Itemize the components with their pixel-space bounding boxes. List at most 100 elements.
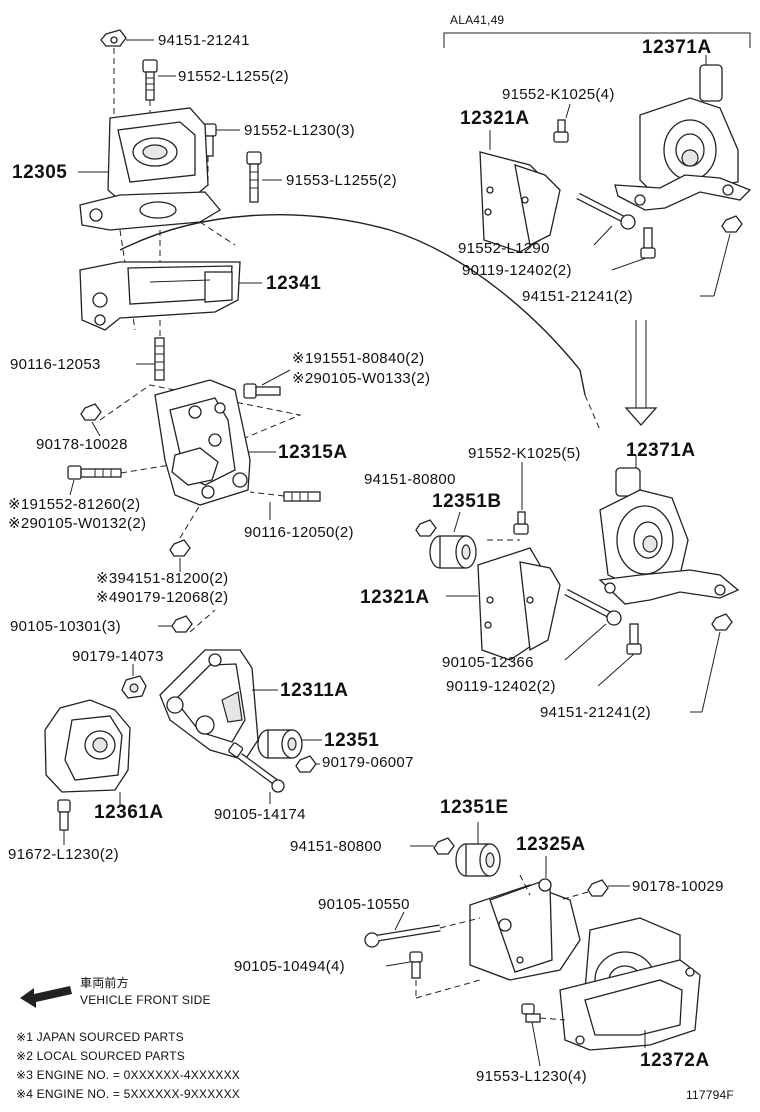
nut-icon: [80, 403, 102, 421]
bolt-icon: [142, 59, 158, 101]
part-number-label[interactable]: 12371A: [642, 37, 712, 58]
arrow-left-icon: [20, 986, 72, 1008]
part-number-label[interactable]: 90178-10028: [36, 436, 128, 453]
part-number-label[interactable]: 94151-21241(2): [522, 288, 633, 305]
bolt-icon: [246, 151, 262, 203]
nut-icon: [169, 539, 191, 557]
part-number-label[interactable]: 91552-K1025(4): [502, 86, 615, 103]
nut-icon: [587, 879, 609, 897]
vehicle-front-en: VEHICLE FRONT SIDE: [80, 993, 211, 1007]
part-number-label[interactable]: ※191551-80840(2): [292, 350, 425, 367]
bolt-icon: [626, 623, 642, 655]
bracket-12321A: [477, 547, 561, 661]
bracket-12311A: [159, 649, 259, 761]
part-number-label[interactable]: 12311A: [280, 680, 349, 701]
stud-icon: [283, 491, 321, 502]
bolt-icon: [171, 615, 193, 633]
vehicle-front-jp: 車両前方: [80, 976, 129, 990]
part-number-label[interactable]: 90178-10029: [632, 878, 724, 895]
part-number-label[interactable]: 12325A: [516, 834, 586, 855]
part-number-label[interactable]: 94151-21241(2): [540, 704, 651, 721]
part-number-label[interactable]: 12315A: [278, 442, 348, 463]
bracket-12325A: [469, 878, 581, 981]
part-number-label[interactable]: ※290105-W0132(2): [8, 515, 147, 532]
bolt-icon: [228, 742, 285, 793]
legend-item: ※3 ENGINE NO. = 0XXXXXX-4XXXXXX: [16, 1068, 241, 1082]
part-number-label[interactable]: 90119-12402(2): [462, 262, 572, 279]
bolt-icon: [364, 924, 441, 948]
part-number-label[interactable]: ※394151-81200(2): [96, 570, 229, 587]
part-number-label[interactable]: 91553-L1255(2): [286, 172, 397, 189]
bracket-12321A: [479, 151, 561, 253]
part-number-label[interactable]: 12341: [266, 273, 322, 294]
mount-12372A: [559, 917, 701, 1051]
model-bracket-line: [443, 32, 751, 48]
doc-number: 117794F: [686, 1088, 734, 1102]
nut-icon: [433, 837, 455, 855]
part-number-label[interactable]: 12351E: [440, 797, 509, 818]
part-number-label[interactable]: 91672-L1230(2): [8, 846, 119, 863]
part-number-label[interactable]: 91552-L1230(3): [244, 122, 355, 139]
part-number-label[interactable]: 12321A: [360, 587, 430, 608]
mount-12371A: [614, 64, 752, 211]
arrow-down-icon: [624, 320, 658, 426]
legend-item: ※1 JAPAN SOURCED PARTS: [16, 1030, 184, 1044]
part-number-label[interactable]: 91552-K1025(5): [468, 445, 581, 462]
nut-icon: [121, 675, 147, 699]
part-number-label[interactable]: 90179-14073: [72, 648, 164, 665]
bolt-icon: [640, 227, 656, 259]
nut-icon: [100, 29, 127, 47]
bushing-12351E: [455, 843, 501, 877]
part-number-label[interactable]: 12361A: [94, 802, 164, 823]
bolt-icon: [67, 465, 122, 480]
bracket-12341: [79, 261, 241, 331]
part-number-label[interactable]: 90105-10550: [318, 896, 410, 913]
part-number-label[interactable]: ※290105-W0133(2): [292, 370, 431, 387]
bolt-icon: [564, 588, 622, 626]
part-number-label[interactable]: 12371A: [626, 440, 696, 461]
part-number-label[interactable]: 12351: [324, 730, 380, 751]
part-number-label[interactable]: 12305: [12, 162, 68, 183]
bolt-icon: [243, 383, 281, 399]
legend-item: ※4 ENGINE NO. = 5XXXXXX-9XXXXXX: [16, 1087, 241, 1101]
part-number-label[interactable]: 90105-12366: [442, 654, 534, 671]
part-number-label[interactable]: 12351B: [432, 491, 502, 512]
mount-12361A: [44, 699, 131, 793]
bolt-icon: [57, 799, 71, 831]
stud-icon: [154, 337, 165, 381]
bracket-12315A: [99, 379, 302, 506]
bolt-icon: [553, 119, 569, 143]
part-number-label[interactable]: 91552-L1290: [458, 240, 550, 257]
part-number-label[interactable]: ※191552-81260(2): [8, 496, 141, 513]
legend-item: ※2 LOCAL SOURCED PARTS: [16, 1049, 185, 1063]
part-number-label[interactable]: 90105-10301(3): [10, 618, 121, 635]
part-number-label[interactable]: 12372A: [640, 1050, 710, 1071]
part-number-label[interactable]: 90116-12053: [10, 356, 101, 373]
nut-icon: [711, 613, 733, 631]
bushing-12351: [257, 729, 303, 759]
part-number-label[interactable]: 90119-12402(2): [446, 678, 556, 695]
nut-icon: [295, 755, 317, 773]
part-number-label[interactable]: 94151-80800: [290, 838, 382, 855]
part-number-label[interactable]: 94151-80800: [364, 471, 456, 488]
model-tag: ALA41,49: [450, 13, 505, 27]
nut-icon: [721, 215, 743, 233]
part-number-label[interactable]: 90105-10494(4): [234, 958, 345, 975]
bushing-12351B: [429, 535, 477, 569]
nut-icon: [415, 519, 437, 537]
bolt-icon: [513, 511, 529, 535]
part-number-label[interactable]: ※490179-12068(2): [96, 589, 229, 606]
mount-12371A: [598, 467, 740, 605]
bolt-icon: [521, 1003, 541, 1023]
engine-mount-12305: [79, 107, 221, 231]
part-number-label[interactable]: 91552-L1255(2): [178, 68, 289, 85]
part-number-label[interactable]: 90116-12050(2): [244, 524, 354, 541]
part-number-label[interactable]: 90179-06007: [322, 754, 414, 771]
part-number-label[interactable]: 90105-14174: [214, 806, 306, 823]
part-number-label[interactable]: 12321A: [460, 108, 530, 129]
part-number-label[interactable]: 94151-21241: [158, 32, 250, 49]
bolt-icon: [576, 192, 636, 230]
bolt-icon: [409, 951, 423, 979]
part-number-label[interactable]: 91553-L1230(4): [476, 1068, 587, 1085]
